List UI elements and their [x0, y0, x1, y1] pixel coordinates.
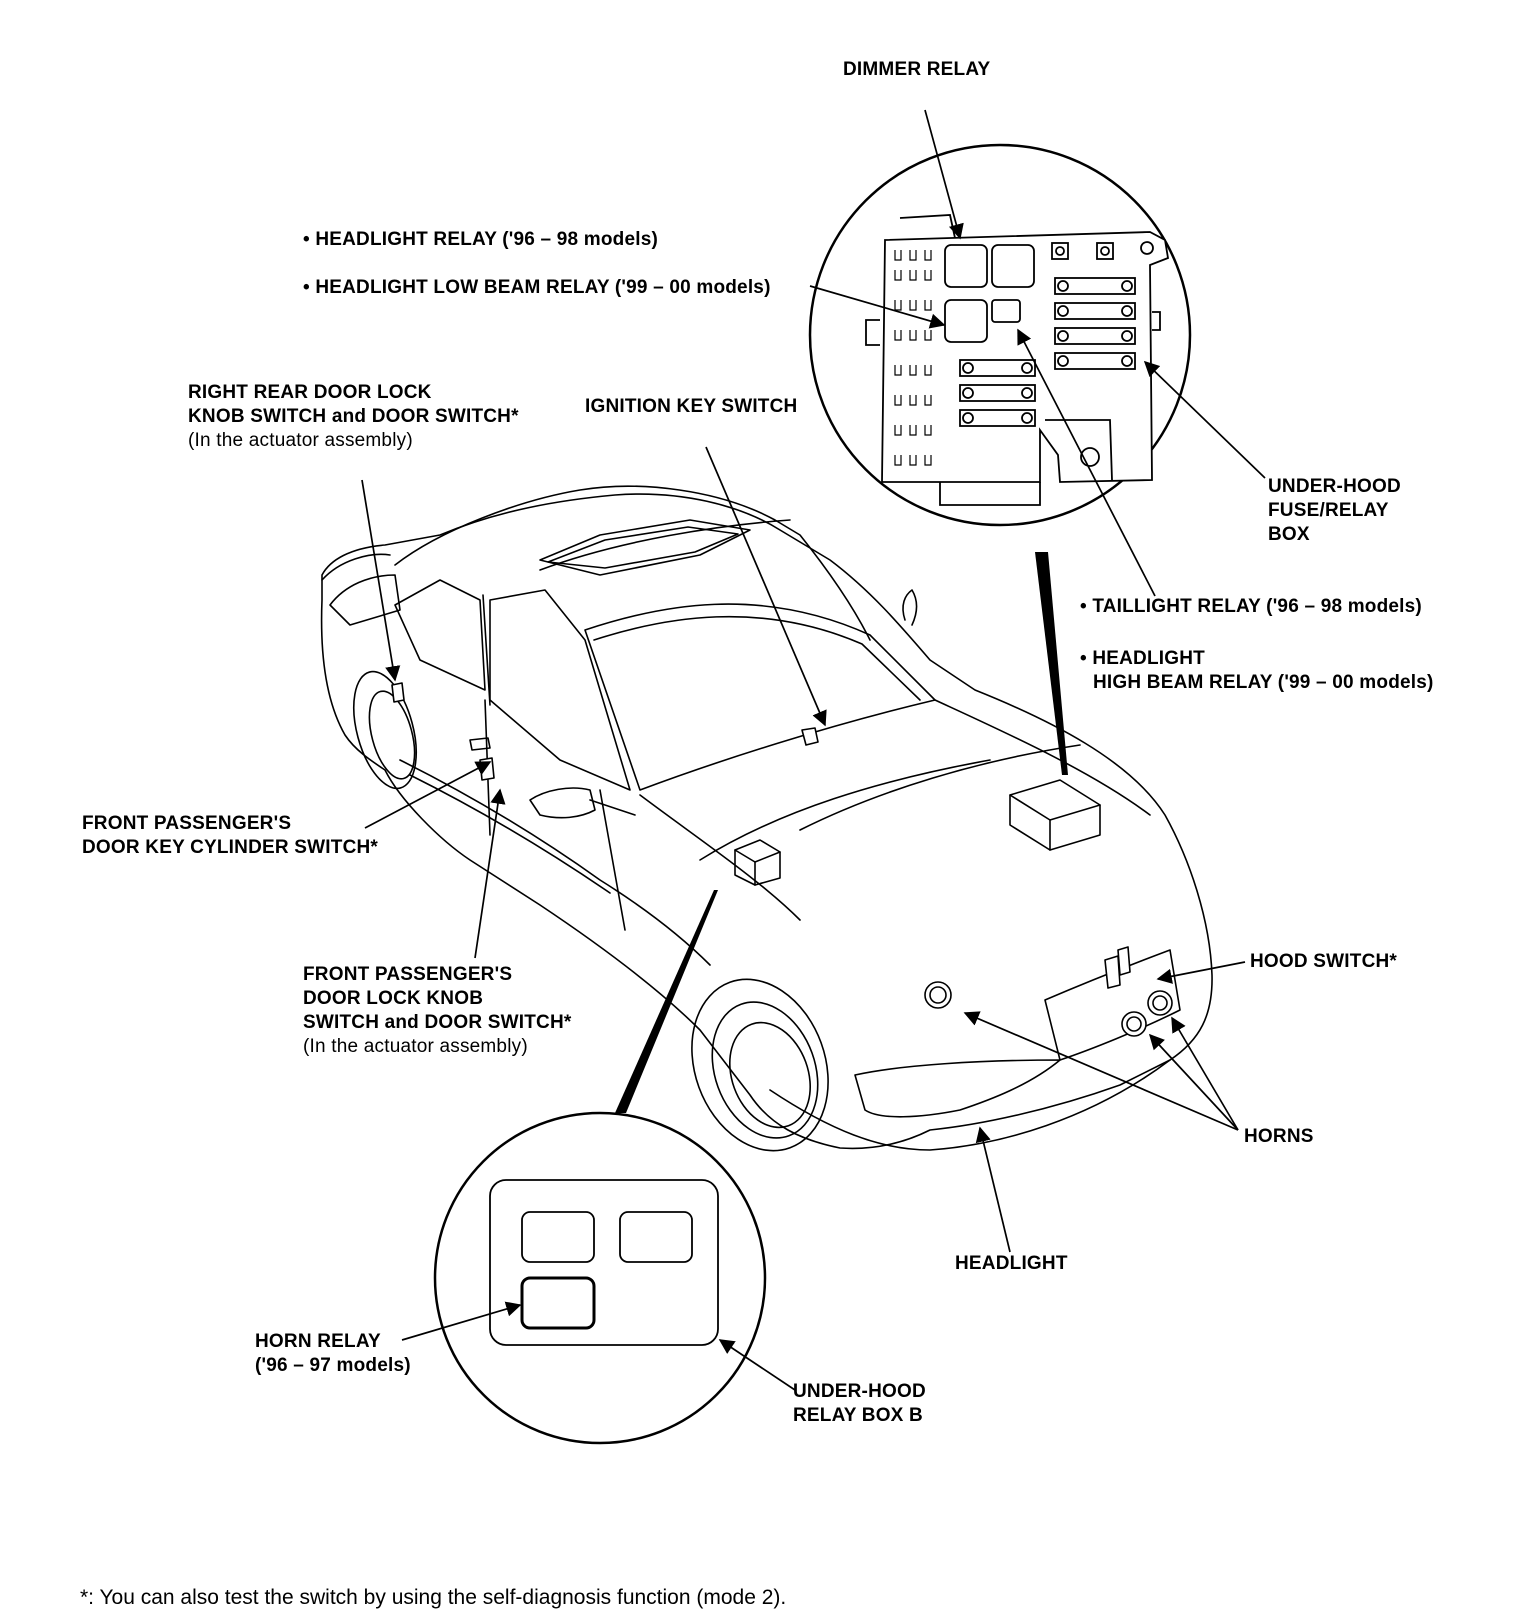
footnote: *: You can also test the switch by using…	[80, 1586, 787, 1609]
leader-lines	[361, 109, 1266, 1391]
fuse-relay-box-inset	[808, 143, 1192, 775]
label-horns: HORNS	[1244, 1126, 1314, 1147]
label-headlight-high-beam-relay: • HEADLIGHT HIGH BEAM RELAY ('99 – 00 mo…	[1080, 648, 1434, 693]
label-right-rear-door-lock: RIGHT REAR DOOR LOCK KNOB SWITCH and DOO…	[188, 382, 519, 451]
label-ignition-key-switch: IGNITION KEY SWITCH	[585, 396, 798, 417]
label-under-hood-fuse-relay-box: UNDER-HOOD FUSE/RELAY BOX	[1268, 476, 1401, 545]
label-hood-switch: HOOD SWITCH*	[1250, 951, 1398, 972]
label-taillight-relay: • TAILLIGHT RELAY ('96 – 98 models)	[1080, 596, 1422, 617]
label-front-passenger-door-lock: FRONT PASSENGER'S DOOR LOCK KNOB SWITCH …	[303, 964, 572, 1057]
label-under-hood-relay-box-b: UNDER-HOOD RELAY BOX B	[793, 1381, 926, 1426]
car-illustration	[320, 485, 1213, 1152]
label-horn-relay: HORN RELAY ('96 – 97 models)	[255, 1331, 411, 1376]
label-headlight: HEADLIGHT	[955, 1253, 1068, 1274]
label-headlight-low-beam-relay: • HEADLIGHT LOW BEAM RELAY ('99 – 00 mod…	[303, 277, 771, 298]
label-headlight-relay: • HEADLIGHT RELAY ('96 – 98 models)	[303, 229, 658, 250]
label-front-passenger-key-cylinder: FRONT PASSENGER'S DOOR KEY CYLINDER SWIT…	[82, 813, 379, 858]
relay-box-b-inset	[433, 890, 767, 1445]
label-dimmer-relay: DIMMER RELAY	[843, 59, 991, 80]
